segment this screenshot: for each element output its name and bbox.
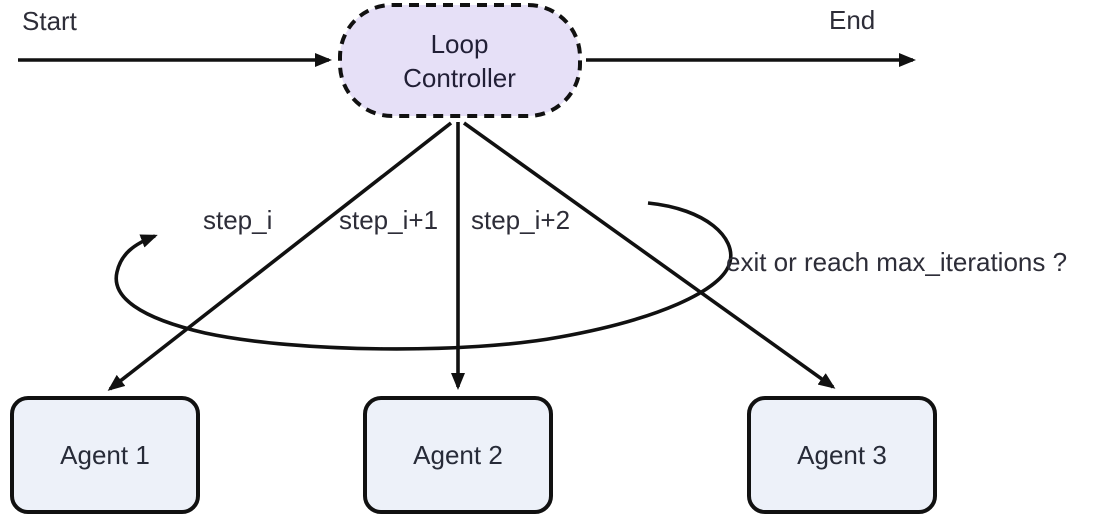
agent-1-label: Agent 1 xyxy=(60,440,150,470)
loop-controller-label-text: Loop Controller xyxy=(403,28,516,93)
edge-controller-to-agent-1 xyxy=(107,121,453,391)
agent-3-label: Agent 3 xyxy=(797,440,887,470)
edge-loop-back xyxy=(114,201,733,351)
agent-1-node xyxy=(10,396,200,514)
loop-controller-label: Loop Controller xyxy=(338,4,581,117)
end-label: End xyxy=(829,5,876,35)
agent-2-node xyxy=(363,396,553,514)
edge-controller-to-agent-3 xyxy=(462,121,836,389)
edge-label-step-i: step_i xyxy=(203,205,273,235)
loop-controller-node xyxy=(338,3,582,118)
agent-2-label: Agent 2 xyxy=(413,440,503,470)
start-label: Start xyxy=(22,6,77,36)
edge-label-step-i1: step_i+1 xyxy=(339,205,439,235)
agent-3-node xyxy=(747,396,937,514)
loop-condition-label: exit or reach max_iterations ? xyxy=(726,247,1068,277)
edge-label-step-i2: step_i+2 xyxy=(471,205,571,235)
